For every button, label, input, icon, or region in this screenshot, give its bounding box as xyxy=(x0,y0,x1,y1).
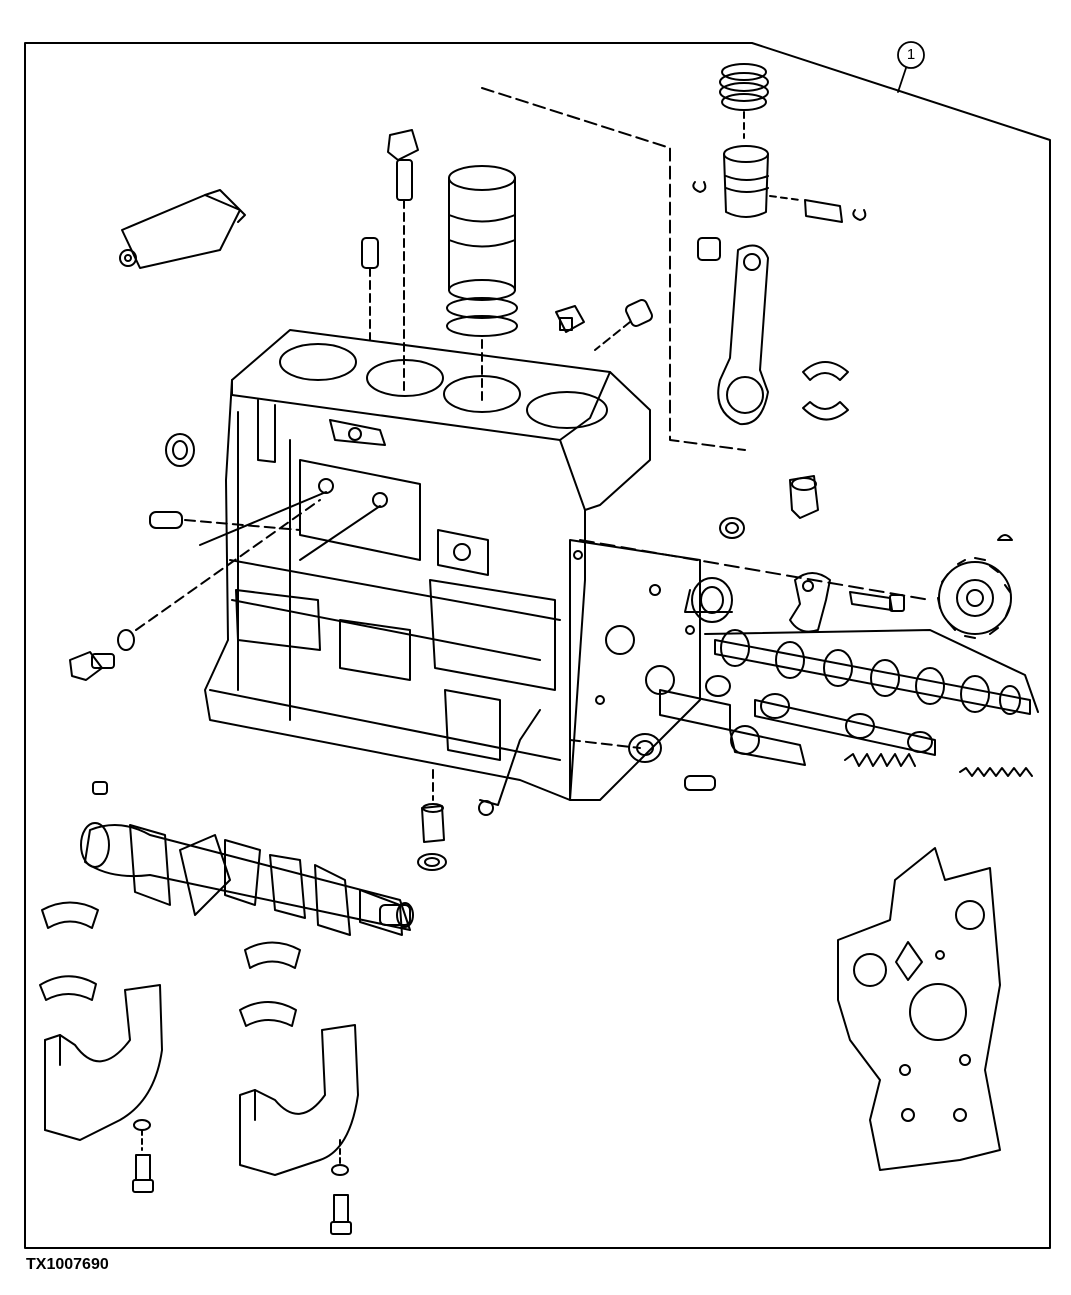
callout-leader xyxy=(898,68,906,92)
camshaft xyxy=(705,630,1038,714)
camshaft-gear xyxy=(938,558,1011,638)
connecting-rod xyxy=(698,238,768,424)
front-plate-gasket xyxy=(838,848,1000,1170)
liner-o-rings xyxy=(447,298,517,336)
camshaft-bushing xyxy=(685,578,732,622)
piston-pin xyxy=(770,196,842,222)
piston-cooling-nozzle xyxy=(479,710,540,815)
cam-follower xyxy=(790,476,818,518)
plug-short xyxy=(150,512,300,530)
cylinder-liner xyxy=(449,166,515,300)
kit-boundary-frame xyxy=(25,43,1050,1248)
coolant-fitting xyxy=(556,306,584,332)
piston-rings xyxy=(720,64,768,138)
main-bearing-half xyxy=(40,903,300,1027)
rod-bearing-half xyxy=(803,362,848,420)
figure-reference-id: TX1007690 xyxy=(26,1256,109,1273)
plunger xyxy=(730,726,805,765)
drain-plug xyxy=(70,500,320,680)
expansion-plug xyxy=(166,434,194,466)
block-front-face xyxy=(570,540,700,800)
cap-screw xyxy=(133,1120,153,1192)
cam-bushing xyxy=(720,518,744,538)
fitting xyxy=(418,770,446,870)
cylinder-head-bolt xyxy=(388,130,418,390)
main-bearing-cap xyxy=(45,985,162,1140)
main-bearing-cap xyxy=(240,1025,358,1175)
callout-number: 1 xyxy=(906,46,916,63)
callout-circle xyxy=(898,42,924,68)
woodruff-key xyxy=(998,535,1012,540)
cap-screw xyxy=(331,1140,351,1234)
crankshaft xyxy=(81,823,413,935)
snap-ring xyxy=(693,182,865,220)
sealant-tube xyxy=(120,190,245,268)
piston xyxy=(724,146,768,217)
dowel-small xyxy=(93,782,107,794)
spring xyxy=(845,754,1032,776)
cylinder-block xyxy=(205,330,650,800)
dowel-pin xyxy=(595,298,654,350)
dowel-pin xyxy=(362,238,378,340)
thrust-plate xyxy=(790,573,830,632)
bushing xyxy=(629,734,715,790)
auxiliary-shaft xyxy=(660,676,935,755)
